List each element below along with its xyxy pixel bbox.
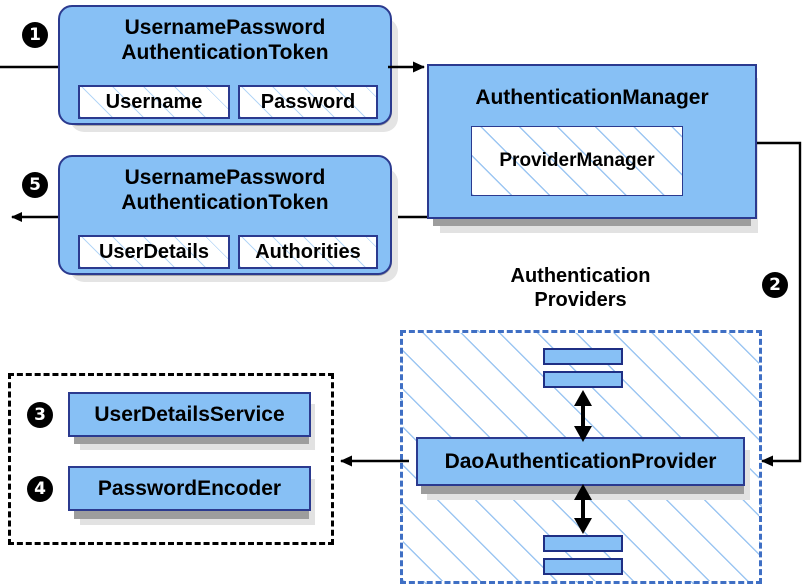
request-token-field-username: Username xyxy=(78,85,230,119)
response-token-field-authorities: Authorities xyxy=(238,235,378,269)
dao-authentication-provider-box[interactable]: DaoAuthenticationProvider xyxy=(416,437,745,486)
other-provider-bottom-2[interactable] xyxy=(543,558,623,575)
badge-step-2: 2 xyxy=(762,272,788,298)
other-provider-bottom-1[interactable] xyxy=(543,535,623,552)
badge-step-3: 3 xyxy=(27,402,53,428)
authentication-manager-box[interactable]: AuthenticationManager ProviderManager xyxy=(427,64,757,219)
badge-step-1: 1 xyxy=(22,22,48,48)
response-token-card[interactable]: UsernamePassword AuthenticationToken Use… xyxy=(58,155,392,275)
badge-step-5: 5 xyxy=(22,172,48,198)
passwordencoder-box[interactable]: PasswordEncoder xyxy=(68,466,311,511)
response-token-title: UsernamePassword AuthenticationToken xyxy=(121,166,329,214)
request-token-card[interactable]: UsernamePassword AuthenticationToken Use… xyxy=(58,5,392,125)
other-provider-top-2[interactable] xyxy=(543,371,623,388)
badge-step-4: 4 xyxy=(27,476,53,502)
provider-manager-box[interactable]: ProviderManager xyxy=(471,126,683,196)
manager-to-provider-arrow xyxy=(757,141,802,467)
authentication-manager-title: AuthenticationManager xyxy=(475,86,709,109)
response-token-field-userdetails: UserDetails xyxy=(78,235,230,269)
userdetailsservice-box[interactable]: UserDetailsService xyxy=(68,392,311,437)
request-token-title: UsernamePassword AuthenticationToken xyxy=(121,16,329,64)
other-provider-top-1[interactable] xyxy=(543,348,623,365)
request-token-field-password: Password xyxy=(238,85,378,119)
authentication-providers-title: Authentication Providers xyxy=(510,265,651,311)
